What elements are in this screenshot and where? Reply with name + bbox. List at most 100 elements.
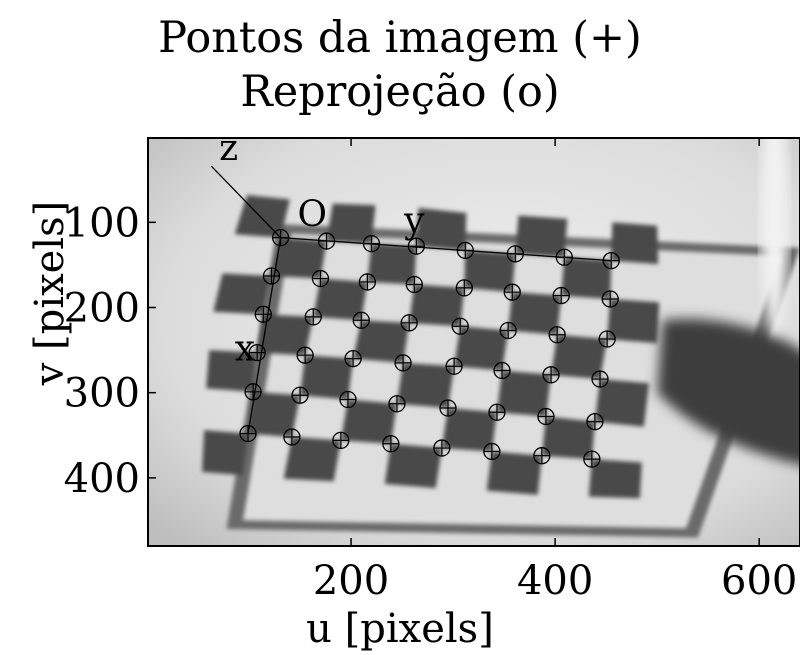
checker-square	[213, 273, 272, 315]
y-tick-label: 200	[64, 286, 140, 332]
data-point	[586, 412, 604, 431]
data-point	[407, 237, 426, 255]
checker-square	[607, 298, 660, 344]
data-point	[262, 267, 281, 285]
data-point	[598, 330, 616, 348]
checker-square	[464, 250, 516, 293]
checker-square	[384, 443, 442, 489]
checker-square	[409, 284, 465, 327]
data-point	[456, 241, 474, 260]
data-point	[451, 317, 469, 335]
checker-square	[300, 355, 354, 400]
data-point	[533, 447, 551, 465]
checker-square	[353, 320, 410, 363]
data-point	[583, 450, 601, 468]
data-point	[304, 308, 322, 326]
checker-square	[313, 278, 368, 321]
z-axis-annotation-label: z	[219, 128, 238, 169]
x-tick-label: 600	[721, 558, 797, 604]
data-point	[394, 354, 412, 372]
checker-square	[541, 416, 595, 460]
y-axis-label: v [pixels]	[27, 200, 73, 386]
data-point	[439, 399, 457, 417]
checker-square	[257, 314, 314, 356]
data-point	[542, 366, 560, 384]
checker-square	[206, 350, 258, 392]
data-point	[352, 311, 370, 329]
data-point	[362, 234, 381, 253]
checker-square	[441, 408, 497, 452]
plot-frame	[147, 137, 800, 547]
checker-square	[416, 207, 467, 251]
data-point	[602, 252, 620, 270]
data-point	[382, 435, 400, 453]
axis-annotations: Ox y z	[210, 128, 612, 434]
data-point	[317, 232, 336, 250]
data-point	[332, 431, 350, 450]
data-point	[244, 383, 262, 401]
chart-title-line-1: Pontos da imagem (+)	[158, 13, 642, 63]
checker-square	[202, 430, 248, 476]
checker-square	[454, 326, 509, 371]
checker-square	[486, 451, 542, 495]
x-axis-label: u [pixels]	[306, 606, 494, 652]
data-point	[506, 245, 524, 263]
checker-square	[515, 215, 568, 258]
checker-square	[234, 195, 290, 238]
data-point	[388, 395, 406, 413]
data-point	[591, 370, 609, 388]
data-point	[358, 273, 377, 291]
checker-square	[283, 436, 341, 482]
data-point	[548, 326, 566, 344]
data-point	[537, 407, 555, 426]
data-point	[311, 269, 330, 288]
data-point	[455, 279, 473, 297]
data-point	[552, 286, 570, 305]
background-highlight	[760, 138, 789, 334]
checker-square	[551, 334, 608, 380]
x-axis-line	[247, 237, 282, 434]
data-point	[296, 346, 314, 364]
x-axis-annotation-label: x	[235, 328, 255, 369]
data-point	[239, 424, 257, 443]
checker-square	[326, 203, 376, 244]
data-point	[488, 403, 506, 421]
checker-square	[611, 222, 659, 265]
checker-square	[396, 362, 455, 409]
data-point	[400, 314, 418, 332]
data-point	[405, 275, 423, 294]
data-point	[339, 390, 357, 409]
data-point	[499, 321, 517, 340]
checker-square	[561, 257, 612, 299]
data-point	[248, 343, 266, 362]
data-point	[601, 290, 619, 308]
y-tick-label: 400	[64, 456, 140, 502]
y-tick-label: 300	[64, 371, 140, 417]
checker-square	[588, 459, 642, 499]
data-point	[493, 361, 511, 380]
checker-square	[496, 370, 552, 417]
checker-square	[508, 292, 562, 335]
data-point	[254, 305, 272, 323]
data-point	[283, 428, 301, 446]
data-point	[445, 357, 463, 375]
data-point	[433, 439, 451, 457]
checker-square	[594, 379, 649, 427]
data-point	[555, 248, 573, 266]
y-axis-annotation-label: y	[403, 201, 425, 242]
y-tick-label: 100	[64, 200, 140, 246]
background-photo	[148, 138, 800, 546]
data-markers	[239, 229, 620, 468]
z-axis-line	[210, 165, 282, 239]
data-point	[291, 386, 309, 404]
data-point	[503, 283, 521, 301]
data-point	[271, 229, 290, 247]
data-point	[344, 349, 362, 368]
origin-label: O	[298, 195, 328, 236]
checker-square	[247, 391, 301, 437]
x-tick-label: 400	[517, 558, 593, 604]
checker-square	[340, 399, 397, 444]
data-point	[483, 442, 501, 461]
